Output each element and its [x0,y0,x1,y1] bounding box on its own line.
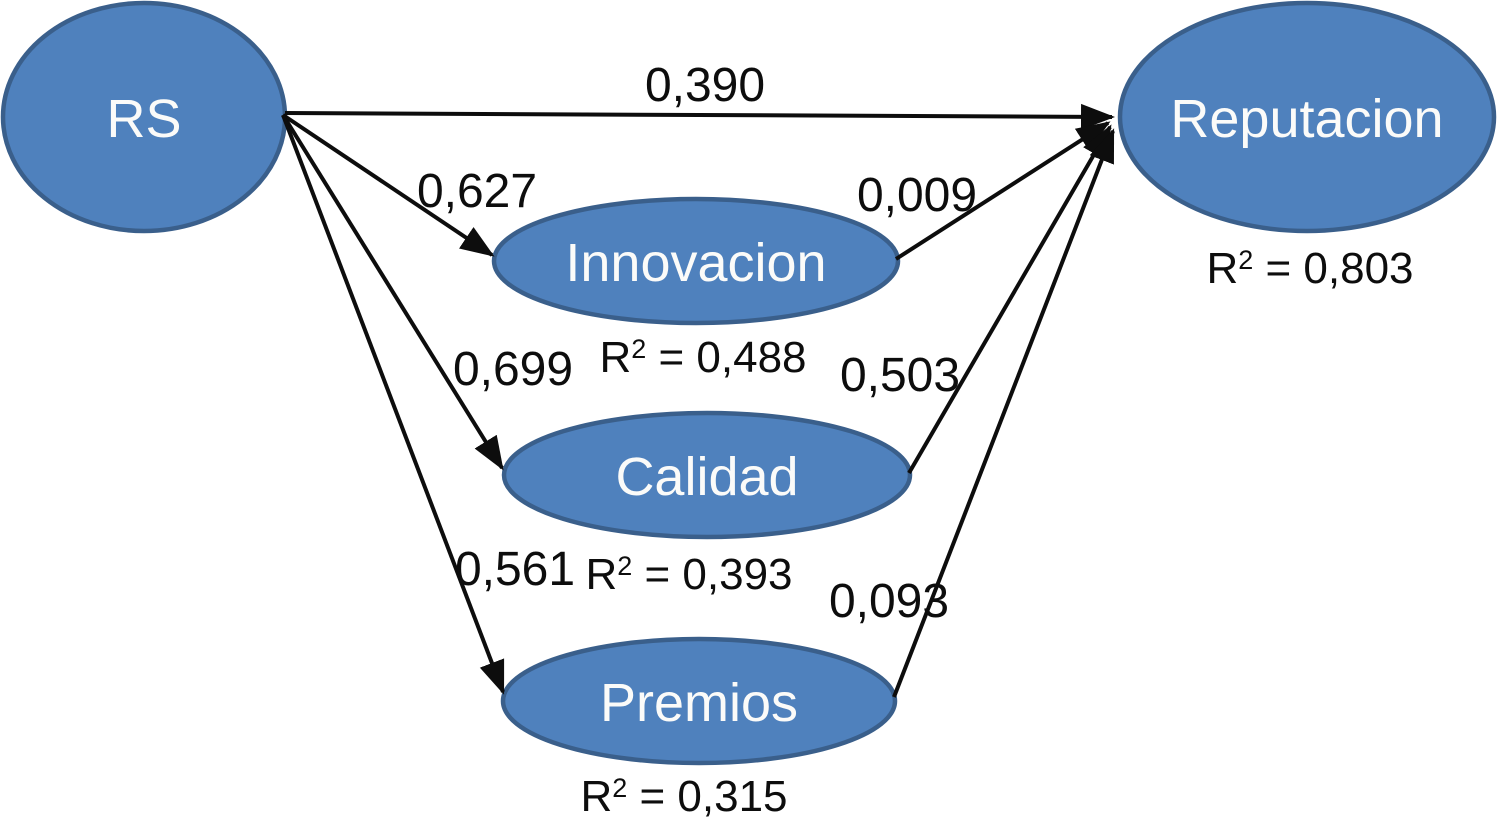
edge-rs-to-calidad-arrow [281,113,504,471]
edge-innovacion-to-reputacion: 0,009 [857,121,1111,261]
node-reputacion-label: Reputacion [1170,89,1443,149]
node-rs: RS [0,0,288,234]
edge-premios-to-reputacion-coefficient: 0,093 [829,575,949,628]
node-innovacion-label: Innovacion [565,233,826,293]
edge-rs-to-innovacion-coefficient: 0,627 [417,165,537,218]
edge-rs-to-premios-coefficient: 0,561 [455,543,575,596]
node-premios-label: Premios [600,673,798,733]
edge-premios-to-reputacion-arrow [892,128,1115,698]
edge-innovacion-to-reputacion-coefficient: 0,009 [857,169,977,222]
r2-label-reputacion: R2 = 0,803 [1206,244,1413,293]
edge-premios-to-reputacion: 0,093 [829,128,1115,698]
edge-calidad-to-reputacion-coefficient: 0,503 [840,349,960,402]
r2-label-innovacion: R2 = 0,488 [599,333,806,382]
edge-rs-to-innovacion: 0,627 [281,113,537,257]
node-rs-label: RS [106,89,181,149]
edge-rs-to-premios-arrow [281,114,505,695]
r2-label-calidad: R2 = 0,393 [585,550,792,599]
edge-rs-to-reputacion: 0,390 [284,59,1115,130]
node-calidad: Calidad [501,410,913,540]
node-reputacion: Reputacion [1117,0,1497,234]
node-reputacion-ellipse [1117,0,1497,234]
node-innovacion-ellipse [491,196,901,326]
edge-rs-to-calidad-coefficient: 0,699 [453,343,573,396]
edge-rs-to-reputacion-coefficient: 0,390 [645,59,765,112]
node-premios: Premios [500,636,898,766]
edge-rs-to-premios: 0,561 [281,114,575,695]
node-calidad-ellipse [501,410,913,540]
edge-rs-to-reputacion-arrow [284,103,1115,130]
node-calidad-label: Calidad [615,447,798,507]
node-innovacion: Innovacion [491,196,901,326]
edge-rs-to-innovacion-arrow [281,113,495,257]
edge-rs-to-calidad: 0,699 [281,113,573,471]
node-premios-ellipse [500,636,898,766]
r2-label-premios: R2 = 0,315 [580,772,787,821]
edge-calidad-to-reputacion: 0,503 [840,124,1112,475]
edge-calidad-to-reputacion-arrow [907,124,1112,475]
edge-innovacion-to-reputacion-arrow [894,121,1111,261]
